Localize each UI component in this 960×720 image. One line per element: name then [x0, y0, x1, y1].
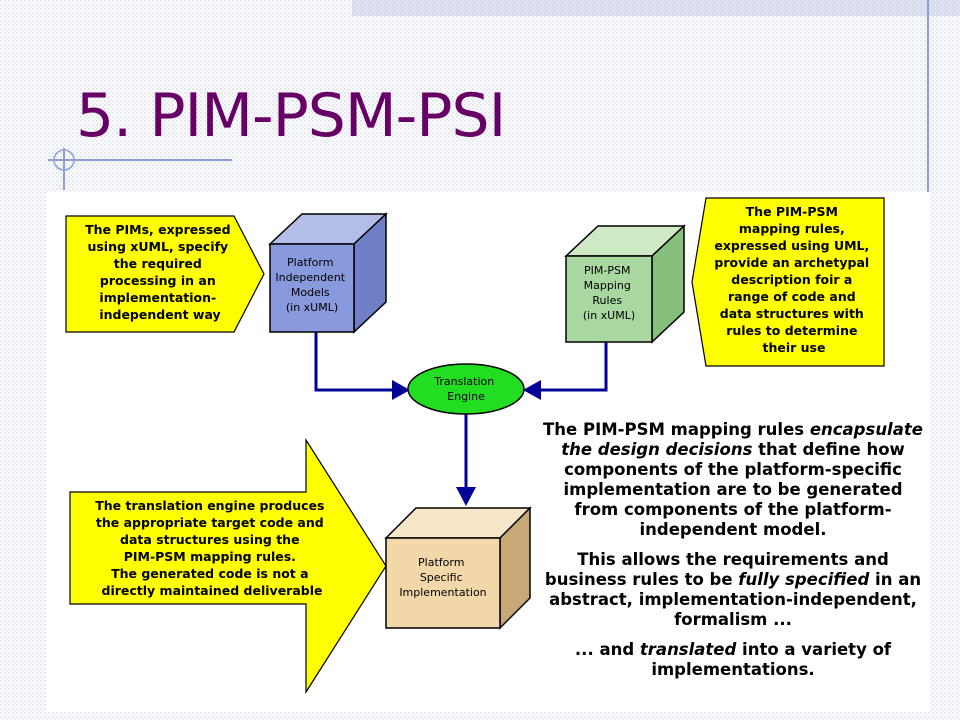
connector-arrows — [314, 332, 608, 488]
engine-label: Translation Engine — [433, 375, 497, 403]
mapping-rules-box: PIM-PSM Mapping Rules (in xUML) — [564, 224, 686, 344]
arrow-pim-to-engine — [314, 332, 395, 392]
callout-translation-engine: The translation engine produces the appr… — [69, 437, 387, 695]
svg-text:The translation engine produce: The translation engine produces the appr… — [95, 498, 329, 598]
callout-pims: The PIMs, expressed using xUML, specify … — [65, 215, 265, 333]
mapping-box-label: PIM-PSM Mapping Rules (in xUML) — [583, 264, 635, 322]
explanation-text: The PIM-PSM mapping rules encapsulate th… — [540, 420, 926, 690]
platform-specific-implementation-box: Platform Specific Implementation — [384, 506, 532, 630]
arrowhead-mapping — [523, 380, 541, 400]
pim-models-box: Platform Independent Models (in xUML) — [268, 212, 388, 334]
svg-text:The PIMs, expressed usin: The PIMs, expressed using xUML, specify … — [85, 222, 235, 322]
translation-engine: Translation Engine — [407, 363, 525, 415]
explanation-paragraph-2: This allows the requirements and busines… — [544, 550, 922, 629]
arrow-mapping-to-engine — [538, 342, 608, 392]
svg-text:The PIM-PSM mapping rule: The PIM-PSM mapping rules, expressed usi… — [714, 204, 873, 355]
psi-box-label: Platform Specific Implementation — [399, 556, 486, 599]
explanation-paragraph-3: ... and translated into a variety of imp… — [574, 640, 892, 679]
slide-title: 5. PIM-PSM-PSI — [76, 81, 506, 151]
arrowhead-psi — [456, 487, 476, 506]
pim-box-label: Platform Independent Models (in xUML) — [275, 256, 348, 314]
arrowhead-pim — [392, 380, 410, 400]
callout-mapping-rules: The PIM-PSM mapping rules, expressed usi… — [691, 197, 885, 367]
explanation-paragraph-1: The PIM-PSM mapping rules encapsulate th… — [543, 420, 923, 539]
